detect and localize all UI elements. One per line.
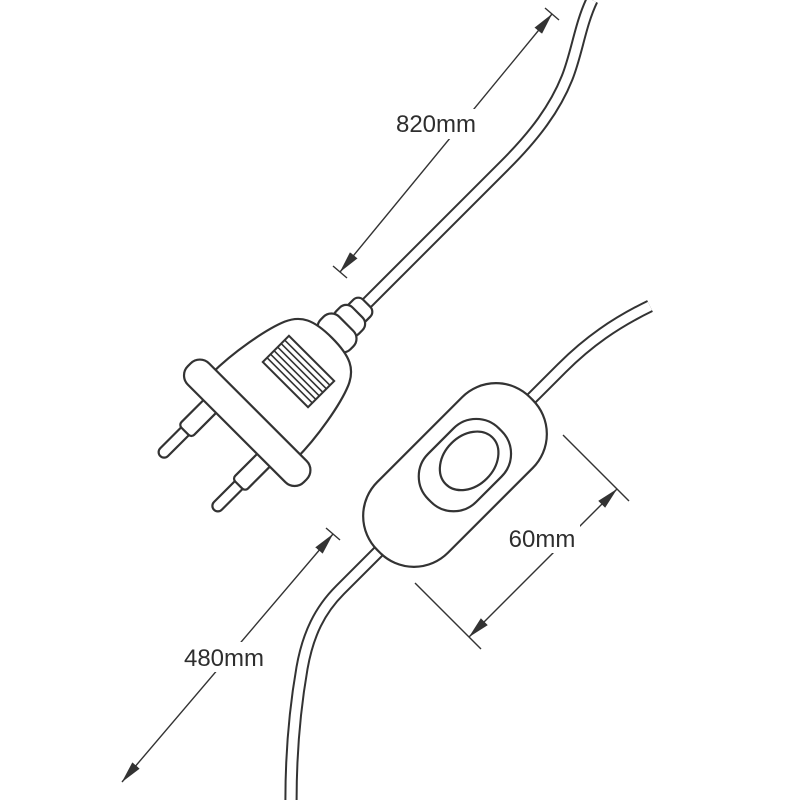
dimension-switch-length: 60mm (414, 434, 630, 650)
plug-strain-relief (316, 296, 374, 354)
plug-flange (182, 358, 312, 488)
power-cable-switch-stub (515, 300, 653, 415)
dimension-820-label: 820mm (396, 111, 476, 138)
euro-plug (157, 296, 374, 513)
dimension-lower-cable: 480mm (121, 527, 341, 783)
power-cable-upper (351, 0, 599, 319)
dimension-upper-cable: 820mm (332, 7, 560, 279)
switch-rocker (438, 430, 500, 492)
dimension-60-label: 60mm (509, 526, 576, 553)
power-cable-lower (284, 535, 395, 800)
inline-switch (362, 382, 548, 568)
plug-grille (261, 334, 336, 409)
dimension-480-label: 480mm (184, 645, 264, 672)
plug-body (210, 317, 353, 460)
